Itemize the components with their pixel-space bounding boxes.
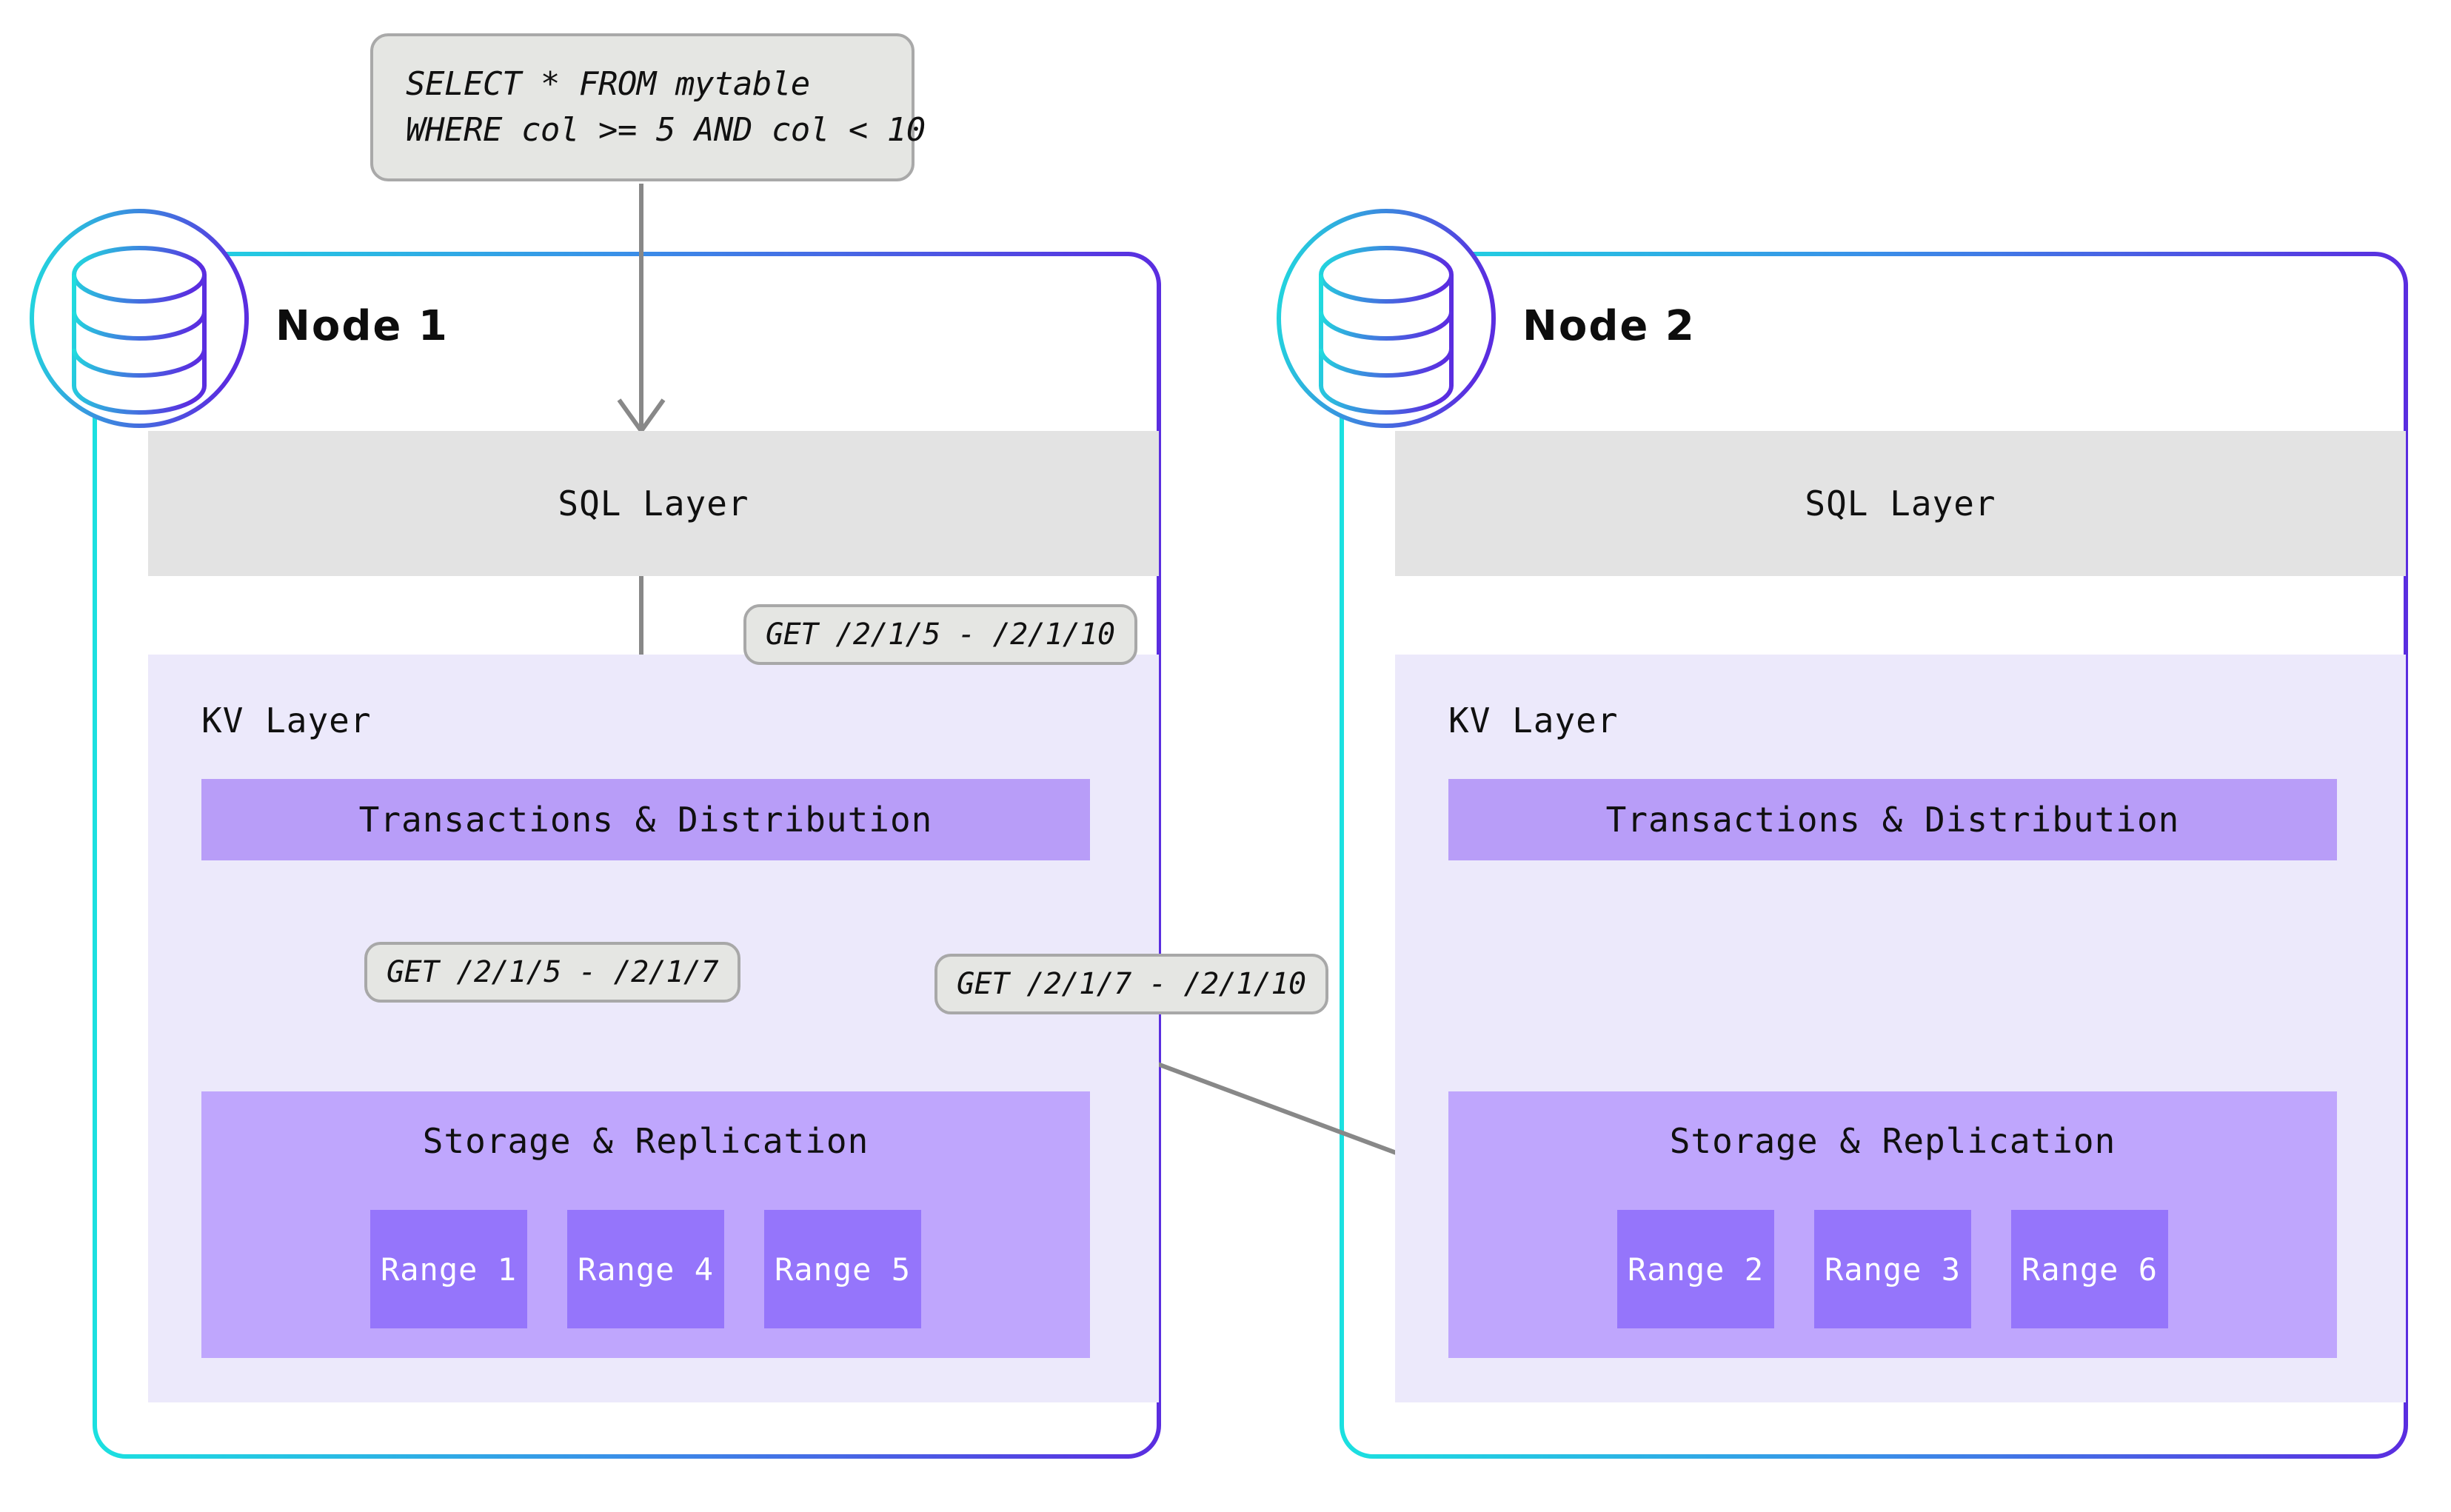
sql-query-line-1: SELECT * FROM mytable: [406, 64, 810, 103]
range-label: Range 1: [380, 1251, 517, 1288]
node-1-transactions-bar: Transactions & Distribution: [201, 779, 1090, 860]
node-1-frame: [93, 252, 1161, 1459]
sql-query-callout: SELECT * FROM mytable WHERE col >= 5 AND…: [370, 33, 926, 181]
range-label: Range 6: [2021, 1251, 2158, 1288]
database-icon: [1277, 209, 1496, 428]
range-box[interactable]: Range 3: [1814, 1210, 1971, 1328]
node-1-sql-layer: SQL Layer: [148, 431, 1159, 576]
node-1-transactions-label: Transactions & Distribution: [358, 800, 933, 840]
get-range-tag-local-label: GET /2/1/5 - /2/1/7: [387, 955, 719, 989]
sql-query-line-2: WHERE col >= 5 AND col < 10: [406, 111, 926, 149]
range-box[interactable]: Range 1: [370, 1210, 527, 1328]
node-2-transactions-bar: Transactions & Distribution: [1448, 779, 2337, 860]
node-1-kv-panel: KV Layer Transactions & Distribution Sto…: [148, 655, 1159, 1402]
node-2-range-row: Range 2 Range 3 Range 6: [1448, 1210, 2337, 1328]
node-1-storage-label: Storage & Replication: [422, 1121, 869, 1161]
get-range-tag-full-label: GET /2/1/5 - /2/1/10: [766, 618, 1115, 652]
range-label: Range 5: [774, 1251, 911, 1288]
range-label: Range 4: [577, 1251, 714, 1288]
range-box[interactable]: Range 2: [1617, 1210, 1774, 1328]
get-range-tag-local: GET /2/1/5 - /2/1/7: [364, 942, 741, 1003]
node-1-sql-layer-label: SQL Layer: [558, 484, 749, 523]
node-1-storage-panel: Storage & Replication Range 1 Range 4 Ra…: [201, 1091, 1090, 1358]
node-2-frame: [1340, 252, 2408, 1459]
range-box[interactable]: Range 5: [764, 1210, 921, 1328]
node-2-sql-layer: SQL Layer: [1395, 431, 2406, 576]
node-2-storage-panel: Storage & Replication Range 2 Range 3 Ra…: [1448, 1091, 2337, 1358]
node-2-kv-layer-label: KV Layer: [1448, 700, 1619, 740]
node-2-storage-label: Storage & Replication: [1669, 1121, 2116, 1161]
get-range-tag-full: GET /2/1/5 - /2/1/10: [743, 604, 1137, 665]
node-2-transactions-label: Transactions & Distribution: [1605, 800, 2180, 840]
node-2-kv-panel: KV Layer Transactions & Distribution Sto…: [1395, 655, 2406, 1402]
node-2-sql-layer-label: SQL Layer: [1805, 484, 1996, 523]
node-1-title: Node 1: [275, 302, 449, 350]
get-range-tag-remote-label: GET /2/1/7 - /2/1/10: [957, 967, 1306, 1001]
range-label: Range 2: [1627, 1251, 1764, 1288]
node-2-title: Node 2: [1522, 302, 1696, 350]
get-range-tag-remote: GET /2/1/7 - /2/1/10: [934, 954, 1328, 1014]
node-1-kv-layer-label: KV Layer: [201, 700, 372, 740]
range-box[interactable]: Range 4: [567, 1210, 724, 1328]
range-label: Range 3: [1824, 1251, 1961, 1288]
node-1-range-row: Range 1 Range 4 Range 5: [201, 1210, 1090, 1328]
database-icon: [30, 209, 249, 428]
arrow-query-to-sql-layer: [617, 184, 666, 435]
range-box[interactable]: Range 6: [2011, 1210, 2168, 1328]
